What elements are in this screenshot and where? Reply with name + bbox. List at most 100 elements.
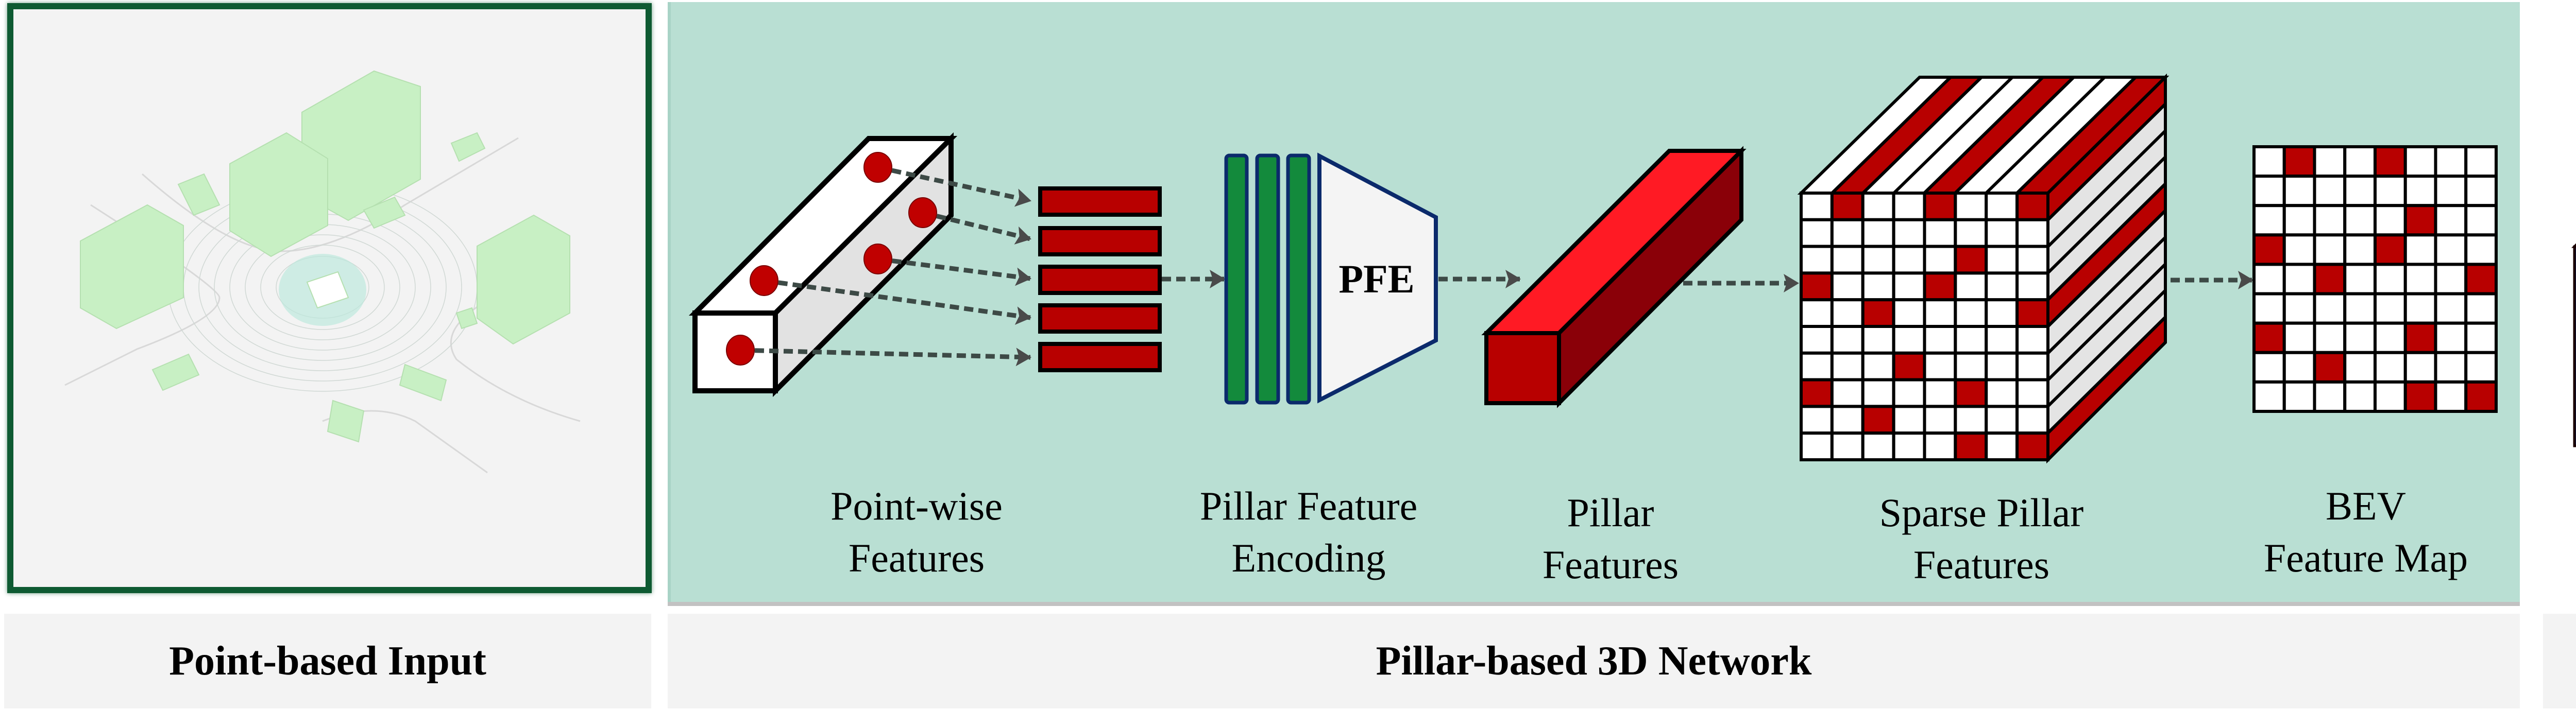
grid-cell [1985, 271, 2019, 302]
grid-cell [2374, 175, 2407, 207]
stage-title-head: Detection Head [2543, 614, 2576, 708]
grid-cell [2403, 175, 2437, 207]
grid-cell [1861, 325, 1895, 355]
grid-cell [1800, 325, 1834, 355]
grid-cell [2282, 263, 2316, 296]
grid-cell [2343, 380, 2377, 413]
grid-cell [2313, 145, 2347, 178]
grid-cell [2374, 292, 2407, 325]
grid-cell [2252, 380, 2286, 413]
grid-cell [1923, 431, 1957, 462]
grid-cell [1954, 192, 1988, 221]
grid-cell [1800, 351, 1834, 382]
grid-cell [2015, 378, 2049, 408]
encoder-layers [1224, 153, 1311, 405]
pillar-feature-block [1481, 146, 1747, 408]
grid-cell [1830, 245, 1865, 275]
grid-cell [1800, 218, 1834, 248]
grid-cell [2464, 204, 2498, 237]
grid-cell [1923, 378, 1957, 408]
grid-cell [2313, 175, 2347, 207]
grid-cell [2403, 204, 2437, 237]
network-panel-shadow [668, 602, 2520, 606]
grid-cell [1985, 405, 2019, 435]
point-dot [750, 265, 778, 296]
grid-cell [2252, 351, 2286, 384]
grid-cell [1892, 271, 1926, 302]
grid-cell [2313, 292, 2347, 325]
grid-cell [1892, 378, 1926, 408]
grid-cell [2282, 292, 2316, 325]
grid-cell [2464, 351, 2498, 384]
lidar-points [726, 152, 937, 366]
grid-cell [1985, 351, 2019, 382]
grid-cell [1923, 245, 1957, 275]
grid-cell [2282, 204, 2316, 237]
grid-cell [1861, 378, 1895, 408]
grid-cell [2282, 321, 2316, 354]
grid-cell [2343, 263, 2377, 296]
grid-cell [2313, 380, 2347, 413]
stage-title-input: Point-based Input [4, 614, 651, 708]
grid-cell [2252, 321, 2286, 354]
backbone-blocks [2571, 243, 2576, 447]
grid-cell [1985, 325, 2019, 355]
grid-cell [1892, 298, 1926, 328]
grid-cell [2252, 175, 2286, 207]
label-pillar-features: Pillar Features [1542, 490, 1679, 587]
grid-cell [2015, 271, 2049, 302]
grid-cell [2313, 233, 2347, 266]
grid-cell [1923, 325, 1957, 355]
grid-cell [2434, 292, 2468, 325]
label-point-wise-features: Point-wise Features [831, 483, 1003, 580]
grid-cell [2374, 321, 2407, 354]
grid-cell [2015, 192, 2049, 221]
grid-cell [2403, 351, 2437, 384]
grid-cell [1954, 271, 1988, 302]
grid-cell [2464, 145, 2498, 178]
grid-cell [1892, 245, 1926, 275]
grid-cell [1830, 431, 1865, 462]
grid-cell [2403, 292, 2437, 325]
grid-cell [2374, 263, 2407, 296]
label-sparse-pillar-features: Sparse Pillar Features [1879, 490, 2084, 587]
grid-cell [2313, 204, 2347, 237]
grid-cell [1892, 325, 1926, 355]
grid-cell [2464, 380, 2498, 413]
grid-cell [2403, 321, 2437, 354]
grid-cell [2434, 321, 2468, 354]
grid-cell [1985, 218, 2019, 248]
grid-cell [2015, 218, 2049, 248]
grid-cell [2464, 321, 2498, 354]
grid-cell [1923, 271, 1957, 302]
grid-cell [1985, 298, 2019, 328]
grid-cell [2374, 380, 2407, 413]
grid-cell [1830, 325, 1865, 355]
grid-cell [1830, 378, 1865, 408]
grid-cell [1892, 405, 1926, 435]
grid-cell [1892, 431, 1926, 462]
grid-cell [1861, 298, 1895, 328]
grid-cell [2282, 145, 2316, 178]
grid-cell [1985, 245, 2019, 275]
grid-cell [2313, 351, 2347, 384]
grid-cell [1892, 351, 1926, 382]
point-feature-bars [1038, 186, 1162, 372]
grid-cell [2252, 263, 2286, 296]
grid-cell [1800, 298, 1834, 328]
grid-cell [1985, 378, 2019, 408]
grid-cell [1830, 218, 1865, 248]
grid-cell [1954, 431, 1988, 462]
grid-cell [2434, 263, 2468, 296]
grid-cell [2374, 233, 2407, 266]
grid-cell [1800, 245, 1834, 275]
grid-cell [1954, 405, 1988, 435]
grid-cell [2343, 351, 2377, 384]
grid-cell [2343, 233, 2377, 266]
grid-cell [1800, 271, 1834, 302]
grid-cell [2403, 233, 2437, 266]
grid-cell [1830, 405, 1865, 435]
grid-cell [2343, 292, 2377, 325]
pfe-block [1317, 152, 1438, 404]
grid-cell [2374, 204, 2407, 237]
